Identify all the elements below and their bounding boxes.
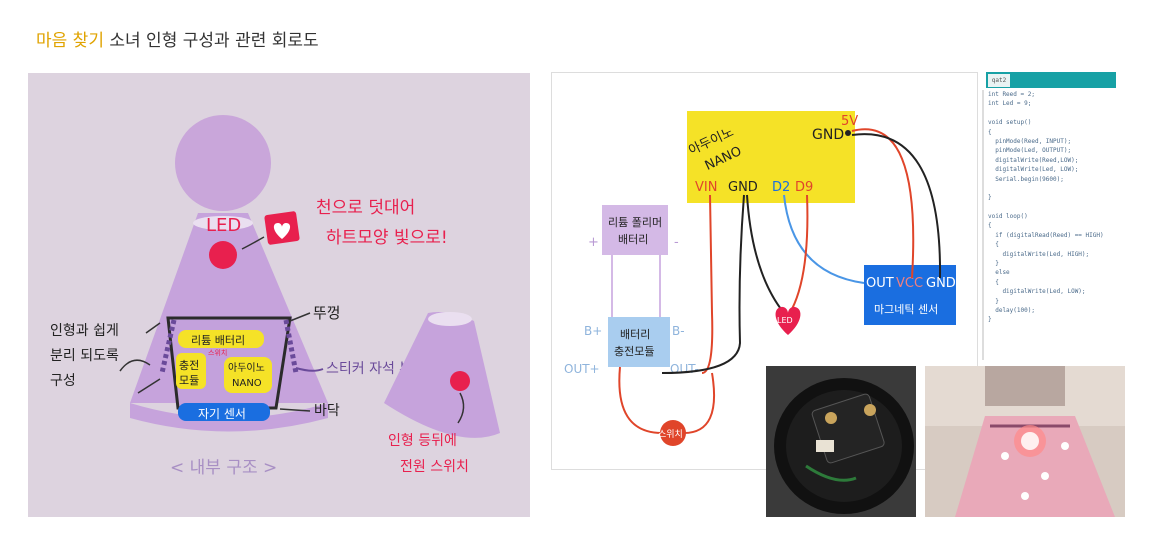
code-line: void loop() (988, 213, 1028, 221)
sensor-block (178, 403, 270, 421)
pin-gnd-top: GND (812, 127, 844, 143)
code-line: delay(100); (988, 306, 1035, 314)
cover-note-2: 하트모양 빛으로! (326, 228, 448, 248)
led-heart-label: LED (777, 316, 793, 325)
switch-label: 스위치 (658, 428, 683, 440)
battery-minus: - (674, 235, 679, 250)
structure-caption: < 내부 구조 > (170, 458, 277, 478)
heart-icon (273, 223, 291, 239)
heading-text: 소녀 인형 구성과 관련 회로도 (103, 31, 319, 51)
sensor-vcc: VCC (896, 276, 923, 291)
internal-structure-illustration: LED 천으로 덧대어 하트모양 빛으로! 리튬 배터리 충전 모듈 스위치 아… (28, 73, 530, 517)
code-tab-bar: qat2 (986, 72, 1116, 88)
code-line: digitalWrite(Reed,LOW); (988, 156, 1079, 164)
charge-text-2: 충전모듈 (614, 345, 654, 358)
code-line: else (988, 269, 1010, 277)
arduino-label-1: 아두이노 (228, 362, 265, 374)
charge-block (176, 353, 206, 389)
sensor-label: 자기 센서 (198, 407, 246, 421)
code-line: if (digitalRead(Reed) == HIGH) (988, 231, 1104, 239)
separate-note-2: 분리 되도록 (50, 348, 119, 364)
switch-small-label: 스위치 (208, 348, 227, 357)
label-b-minus: B- (672, 324, 685, 338)
code-line (988, 203, 1104, 212)
battery-text-2: 배터리 (618, 233, 648, 246)
switch-circle (660, 420, 686, 446)
arduino-board (687, 111, 855, 203)
arduino-block (224, 357, 272, 393)
code-line: digitalWrite(Led, LOW); (988, 166, 1079, 174)
led-heart (775, 306, 801, 335)
sensor-name: 마그네틱 센서 (874, 303, 938, 316)
code-line: } (988, 194, 992, 202)
separate-note-1: 인형과 쉽게 (50, 323, 119, 339)
magnetic-sensor (864, 265, 956, 325)
code-line: pinMode(Reed, INPUT); (988, 137, 1072, 145)
charge-text-1: 배터리 (620, 328, 650, 341)
circuit-drawing: 아두이노 NANO GND 5V VIN GND D2 D9 리튬 폴리머 배터… (564, 111, 956, 446)
lid-label: 뚜껑 (313, 304, 341, 322)
code-line: pinMode(Led, OUTPUT); (988, 147, 1072, 155)
code-line: } (988, 297, 999, 305)
code-line: int Led = 9; (988, 100, 1032, 108)
doll-back-view (384, 312, 500, 438)
label-b-plus: B+ (584, 324, 602, 338)
sensor-out: OUT (866, 276, 894, 291)
code-line: digitalWrite(Led, HIGH); (988, 250, 1090, 258)
hardware-photo (766, 366, 916, 517)
code-line: } (988, 260, 999, 268)
pin-d9: D9 (795, 180, 813, 195)
hardware-photo-drawing (766, 366, 916, 517)
doll-head (175, 115, 271, 211)
code-line: { (988, 241, 999, 249)
lipo-battery (602, 205, 668, 255)
pin-vin: VIN (695, 180, 717, 195)
pin-5v: 5V (841, 114, 858, 129)
arduino-code-panel: qat2 int Reed = 2; int Led = 9; void setup… (980, 72, 1117, 362)
code-lines: int Reed = 2;int Led = 9;void setup(){ p… (988, 90, 1104, 325)
power-switch-dot (450, 371, 470, 391)
code-gutter (982, 90, 984, 360)
code-line (988, 184, 1104, 193)
charge-module (608, 317, 670, 367)
structure-drawing: LED 천으로 덧대어 하트모양 빛으로! 리튬 배터리 충전 모듈 스위치 아… (50, 115, 500, 478)
code-line (988, 109, 1104, 118)
label-out-minus: OUT- (670, 362, 699, 376)
code-line: { (988, 128, 992, 136)
code-line: { (988, 222, 992, 230)
doll-photo (925, 366, 1125, 517)
switch-note-2: 전원 스위치 (400, 459, 469, 475)
code-line: int Reed = 2; (988, 91, 1035, 98)
cover-note-1: 천으로 덧대어 (316, 198, 415, 218)
code-line: Serial.begin(9600); (988, 175, 1064, 183)
floor-label: 바닥 (314, 403, 340, 419)
switch-note-1: 인형 등뒤에 (388, 433, 457, 449)
charge-label-2: 모듈 (179, 374, 199, 387)
charge-label-1: 충전 (179, 359, 199, 372)
heading-accent: 마음 찾기 (36, 31, 104, 51)
pin-d2: D2 (772, 180, 790, 195)
code-line: } (988, 316, 992, 324)
led-dot (209, 241, 237, 269)
battery-block (178, 330, 264, 348)
separate-note-3: 구성 (50, 373, 76, 389)
label-out-plus: OUT+ (564, 362, 600, 376)
page-heading: 마음 찾기 소녀 인형 구성과 관련 회로도 (36, 26, 319, 51)
battery-text-1: 리튬 폴리머 (608, 216, 662, 229)
doll-photo-drawing (925, 366, 1125, 517)
arduino-label-2: NANO (232, 378, 262, 389)
code-tab[interactable]: qat2 (988, 74, 1010, 87)
pin-gnd: GND (728, 180, 758, 195)
led-label: LED (206, 215, 241, 236)
code-line: { (988, 278, 999, 286)
code-line: void setup() (988, 119, 1032, 127)
code-line: digitalWrite(Led, LOW); (988, 288, 1086, 296)
sensor-gnd: GND (926, 276, 956, 291)
battery-label: 리튬 배터리 (191, 334, 245, 347)
battery-plus: + (588, 235, 599, 250)
